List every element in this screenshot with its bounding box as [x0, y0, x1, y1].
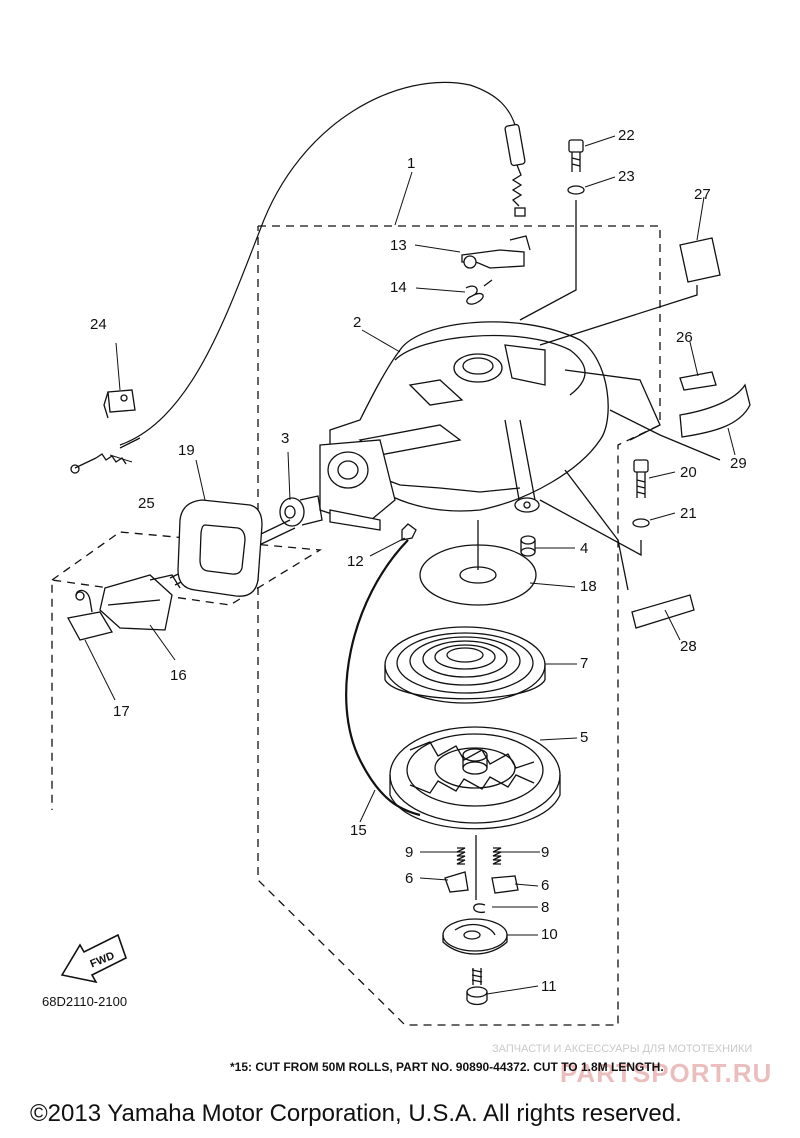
bolt-11 [466, 968, 488, 1006]
fwd-arrow-icon [60, 933, 127, 984]
callout-6-left: 6 [405, 870, 413, 887]
callout-14: 14 [390, 279, 407, 296]
label-26 [679, 371, 717, 391]
plate-18 [419, 520, 537, 606]
callout-12: 12 [347, 553, 364, 570]
starter-rope [345, 539, 421, 817]
leader-20-21 [539, 499, 642, 557]
rope-guide [319, 439, 396, 531]
leader-27 [539, 285, 698, 346]
spring-14 [465, 279, 493, 305]
pawl-6-right [491, 875, 519, 894]
callout-10: 10 [541, 926, 558, 943]
bolt-22 [568, 139, 584, 172]
handle-grip [177, 499, 263, 597]
callout-28: 28 [680, 638, 697, 655]
drive-plate [442, 918, 508, 955]
clip-8 [473, 903, 486, 914]
footnote: *15: CUT FROM 50M ROLLS, PART NO. 90890-… [230, 1060, 664, 1074]
spring-9-right [492, 847, 502, 865]
pawl-6-left [444, 871, 469, 893]
leader-lines [84, 135, 736, 995]
cable-clamp [103, 389, 136, 419]
callout-3: 3 [281, 430, 289, 447]
callout-2: 2 [353, 314, 361, 331]
washer-21 [632, 518, 650, 528]
cable-end-upper [504, 123, 526, 217]
cable [119, 81, 516, 446]
copyright: ©2013 Yamaha Motor Corporation, U.S.A. A… [30, 1100, 682, 1127]
callout-22: 22 [618, 127, 635, 144]
callout-20: 20 [680, 464, 697, 481]
callout-13: 13 [390, 237, 407, 254]
callout-17: 17 [113, 703, 130, 720]
rope-bushing [279, 495, 323, 527]
callout-4: 4 [580, 540, 588, 557]
spring-9-left [456, 847, 466, 865]
collar-4 [520, 535, 536, 557]
callout-9-right: 9 [541, 844, 549, 861]
callout-24: 24 [90, 316, 107, 333]
leader-28 [564, 469, 629, 591]
callout-18: 18 [580, 578, 597, 595]
callout-6-right: 6 [541, 877, 549, 894]
watermark-text: ЗАПЧАСТИ И АКСЕССУАРЫ ДЛЯ МОТОТЕХНИКИ [492, 1043, 753, 1055]
label-27 [679, 237, 721, 283]
label-28 [631, 594, 695, 629]
callout-9-left: 9 [405, 844, 413, 861]
handle-group-outline [51, 531, 323, 810]
callout-5: 5 [580, 729, 588, 746]
callout-23: 23 [618, 168, 635, 185]
callout-15: 15 [350, 822, 367, 839]
washer-23 [567, 185, 585, 195]
callout-21: 21 [680, 505, 697, 522]
bolt-20 [633, 459, 649, 498]
rope-knot [401, 523, 417, 541]
handle-bracket [67, 574, 181, 641]
diagram-code: 68D2110-2100 [42, 994, 128, 1009]
callout-8: 8 [541, 899, 549, 916]
assembly-outline [257, 225, 661, 1026]
label-29 [679, 383, 751, 438]
spiral-spring [384, 626, 546, 704]
callout-29: 29 [730, 455, 747, 472]
leader-22-23 [519, 200, 577, 321]
starter-housing [329, 321, 661, 513]
callout-11: 11 [541, 978, 557, 995]
callout-1: 1 [407, 155, 415, 172]
callout-27: 27 [694, 186, 711, 203]
lever-13 [461, 235, 531, 269]
callout-19: 19 [178, 442, 195, 459]
callout-16: 16 [170, 667, 187, 684]
callout-7: 7 [580, 655, 588, 672]
cable-end-lower [70, 437, 141, 474]
rope-sheave [389, 726, 561, 830]
leader-29 [609, 409, 721, 461]
watermark-logo: PARTSPORT.RU [560, 1058, 773, 1088]
callout-25: 25 [138, 495, 155, 512]
callout-26: 26 [676, 329, 693, 346]
